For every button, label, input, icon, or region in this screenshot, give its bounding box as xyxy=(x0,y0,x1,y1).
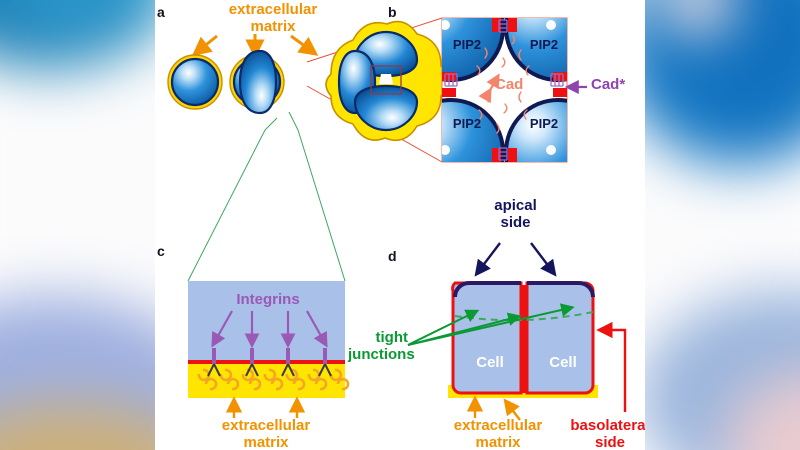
panel-d-cell-left xyxy=(451,281,523,395)
figure-canvas: a extracellular matrix xyxy=(155,0,645,450)
panel-a-four-cell-cluster xyxy=(238,20,448,142)
panel-b-cadstar-label: Cad* xyxy=(591,76,626,93)
panel-c-integrins xyxy=(207,348,332,377)
panel-d-apical-label: apical side xyxy=(494,197,537,231)
panel-d-cell-right xyxy=(525,281,595,395)
panel-b-pip2-label-tl: PIP2 xyxy=(452,37,482,52)
panel-c-artwork xyxy=(188,281,350,418)
panel-b-cad-label: Cad xyxy=(495,76,524,93)
panel-d-cell-label-right: Cell xyxy=(549,354,577,371)
panel-d-cell-label-left: Cell xyxy=(476,354,504,371)
panel-c-ecm-label: extracellular matrix xyxy=(221,417,311,450)
panel-letter-a: a xyxy=(157,4,165,20)
panel-d-ecm-label: extracellular matrix xyxy=(453,417,543,450)
panel-letter-b: b xyxy=(388,4,397,20)
panel-d-tight-junction-arrows xyxy=(407,303,575,346)
panel-c-integrin-arrows xyxy=(211,310,328,349)
panel-d-apical-arrows xyxy=(474,242,557,277)
panel-d-basolateral-label: basolateral side xyxy=(570,417,645,450)
panel-b-pip2-label-bl: PIP2 xyxy=(452,116,482,131)
panel-b-quadrant-cells xyxy=(442,18,567,162)
panel-d-basolateral-arrow xyxy=(596,321,627,412)
panel-b-pip2-label-tr: PIP2 xyxy=(529,37,559,52)
panel-b-pip2-label-br: PIP2 xyxy=(529,116,559,131)
panel-a-ecm-label: extracellular matrix xyxy=(228,1,318,35)
panel-a-single-cell xyxy=(167,54,223,110)
panel-a-ecm-arrows xyxy=(191,34,319,59)
panel-a-artwork xyxy=(167,20,448,142)
panel-b-cad-arrow xyxy=(478,73,500,104)
panel-c-ecm-arrows xyxy=(225,396,306,418)
panel-d-ecm-arrows xyxy=(466,395,521,421)
panel-c-ecm-pattern xyxy=(197,368,350,391)
panel-b-artwork xyxy=(441,17,587,163)
panel-d-artwork xyxy=(407,242,627,421)
panel-c-integrins-label: Integrins xyxy=(236,291,300,308)
panel-letter-d: d xyxy=(388,248,397,264)
panel-d-tight-junctions-label: tight junctions xyxy=(348,329,415,363)
panel-letter-c: c xyxy=(157,243,165,259)
